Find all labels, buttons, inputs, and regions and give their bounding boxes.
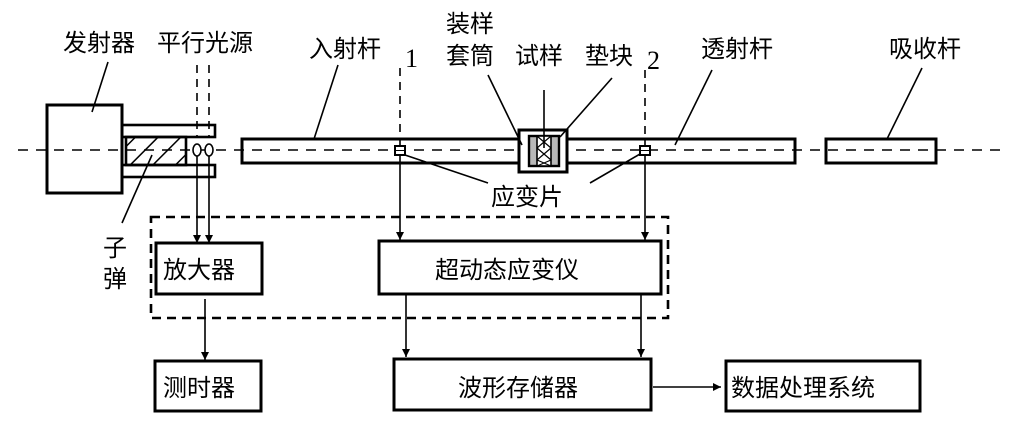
sleeve-label-line1: 装样 (446, 10, 494, 38)
transmission-bar (550, 137, 797, 165)
light-sensor-2 (204, 143, 214, 157)
amplifier-label: 放大器 (163, 256, 235, 284)
strain-gauge-label: 应变片 (491, 183, 563, 211)
spacer-leader-line (559, 77, 613, 138)
launcher-label: 发射器 (63, 29, 135, 57)
launcher-body (45, 103, 124, 195)
light-source-label: 平行光源 (157, 29, 253, 57)
incident-bar-leader-line (313, 64, 339, 140)
measurement-enclosure (149, 215, 670, 320)
data-processing-label: 数据处理系统 (731, 374, 875, 402)
transmission-bar-leader-line (674, 69, 713, 146)
bullet-label-line2: 弹 (103, 265, 127, 293)
waveform-storage-label: 波形存储器 (458, 374, 578, 402)
gauge-1-number: 1 (405, 44, 418, 73)
barrel-top (120, 123, 217, 139)
sleeve-label-line2: 套筒 (446, 42, 494, 70)
bullet-leader-line (121, 154, 153, 224)
launcher-leader-line (91, 61, 109, 113)
gauge-2-leader-line (589, 153, 641, 184)
strain-meter-label: 超动态应变仪 (435, 256, 579, 284)
timer-label: 测时器 (163, 374, 235, 402)
spacer-label: 垫块 (585, 42, 633, 70)
transmission-bar-label: 透射杆 (701, 35, 773, 63)
sleeve-leader-line (487, 74, 523, 146)
absorption-bar-label: 吸收杆 (889, 35, 961, 63)
waveform-storage-block (392, 357, 653, 412)
timer-block (153, 359, 263, 413)
light-sensor-1 (192, 143, 202, 157)
gauge-1-leader-line (404, 154, 489, 184)
data-processing-block (724, 359, 922, 413)
strain-meter-block (377, 239, 663, 296)
bullet-label-line1: 子 (103, 234, 127, 262)
gauge-2-number: 2 (647, 46, 660, 75)
incident-bar-label: 入射杆 (309, 35, 381, 63)
absorption-bar-leader-line (886, 67, 923, 140)
amplifier-block (154, 241, 264, 296)
bullet (124, 135, 188, 167)
specimen-label: 试样 (515, 42, 563, 70)
barrel-bottom (120, 163, 217, 179)
absorption-bar (824, 137, 938, 165)
